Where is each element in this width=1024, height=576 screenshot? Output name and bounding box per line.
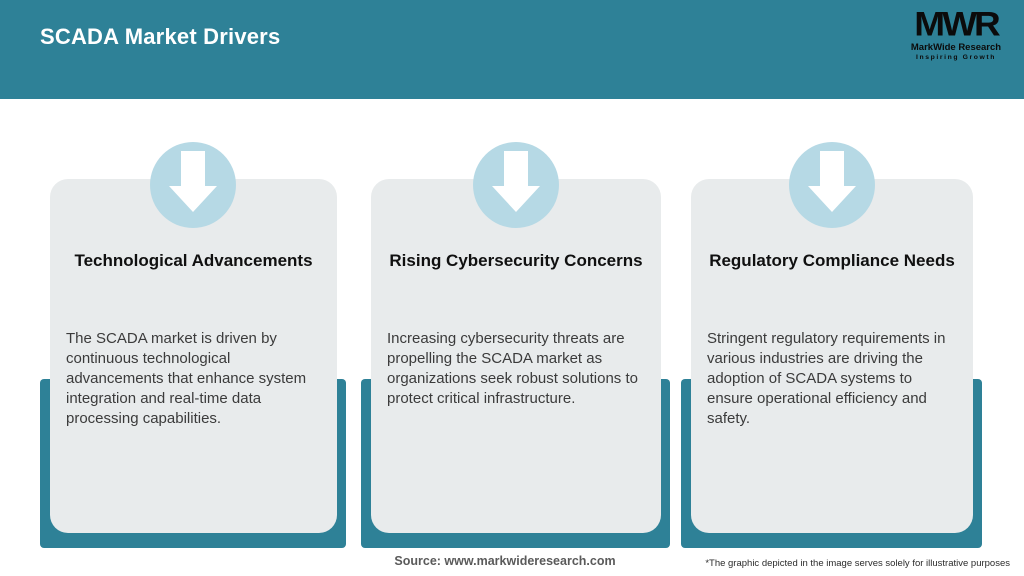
logo-acronym: MWR: [914, 5, 1000, 43]
header-bar: SCADA Market Drivers MWR MarkWide Resear…: [0, 0, 1024, 99]
page-title: SCADA Market Drivers: [40, 24, 281, 49]
card-description: Increasing cybersecurity threats are pro…: [387, 330, 638, 407]
logo-company-name: MarkWide Research: [910, 42, 1002, 53]
card-body: Technological Advancements The SCADA mar…: [50, 179, 337, 533]
card-body: Regulatory Compliance Needs Stringent re…: [691, 179, 973, 533]
card-description: Stringent regulatory requirements in var…: [707, 330, 946, 427]
markwide-logo: MWR MarkWide Research Inspiring Growth: [902, 7, 1010, 61]
card-description: The SCADA market is driven by continuous…: [66, 330, 307, 427]
down-arrow-icon: [150, 142, 236, 228]
down-arrow-icon: [472, 142, 559, 228]
card-title: Regulatory Compliance Needs: [709, 251, 955, 270]
disclaimer-text: *The graphic depicted in the image serve…: [705, 558, 1010, 569]
driver-card-technological-advancements: Technological Advancements The SCADA mar…: [40, 141, 346, 548]
source-text: Source: www.markwideresearch.com: [394, 554, 616, 568]
driver-card-regulatory-compliance-needs: Regulatory Compliance Needs Stringent re…: [681, 141, 982, 548]
card-body: Rising Cybersecurity Concerns Increasing…: [371, 179, 661, 533]
driver-card-rising-cybersecurity-concerns: Rising Cybersecurity Concerns Increasing…: [361, 141, 670, 548]
card-title: Technological Advancements: [74, 251, 313, 270]
down-arrow-icon: [788, 142, 875, 228]
card-title: Rising Cybersecurity Concerns: [389, 251, 643, 270]
logo-tagline: Inspiring Growth: [916, 53, 996, 61]
